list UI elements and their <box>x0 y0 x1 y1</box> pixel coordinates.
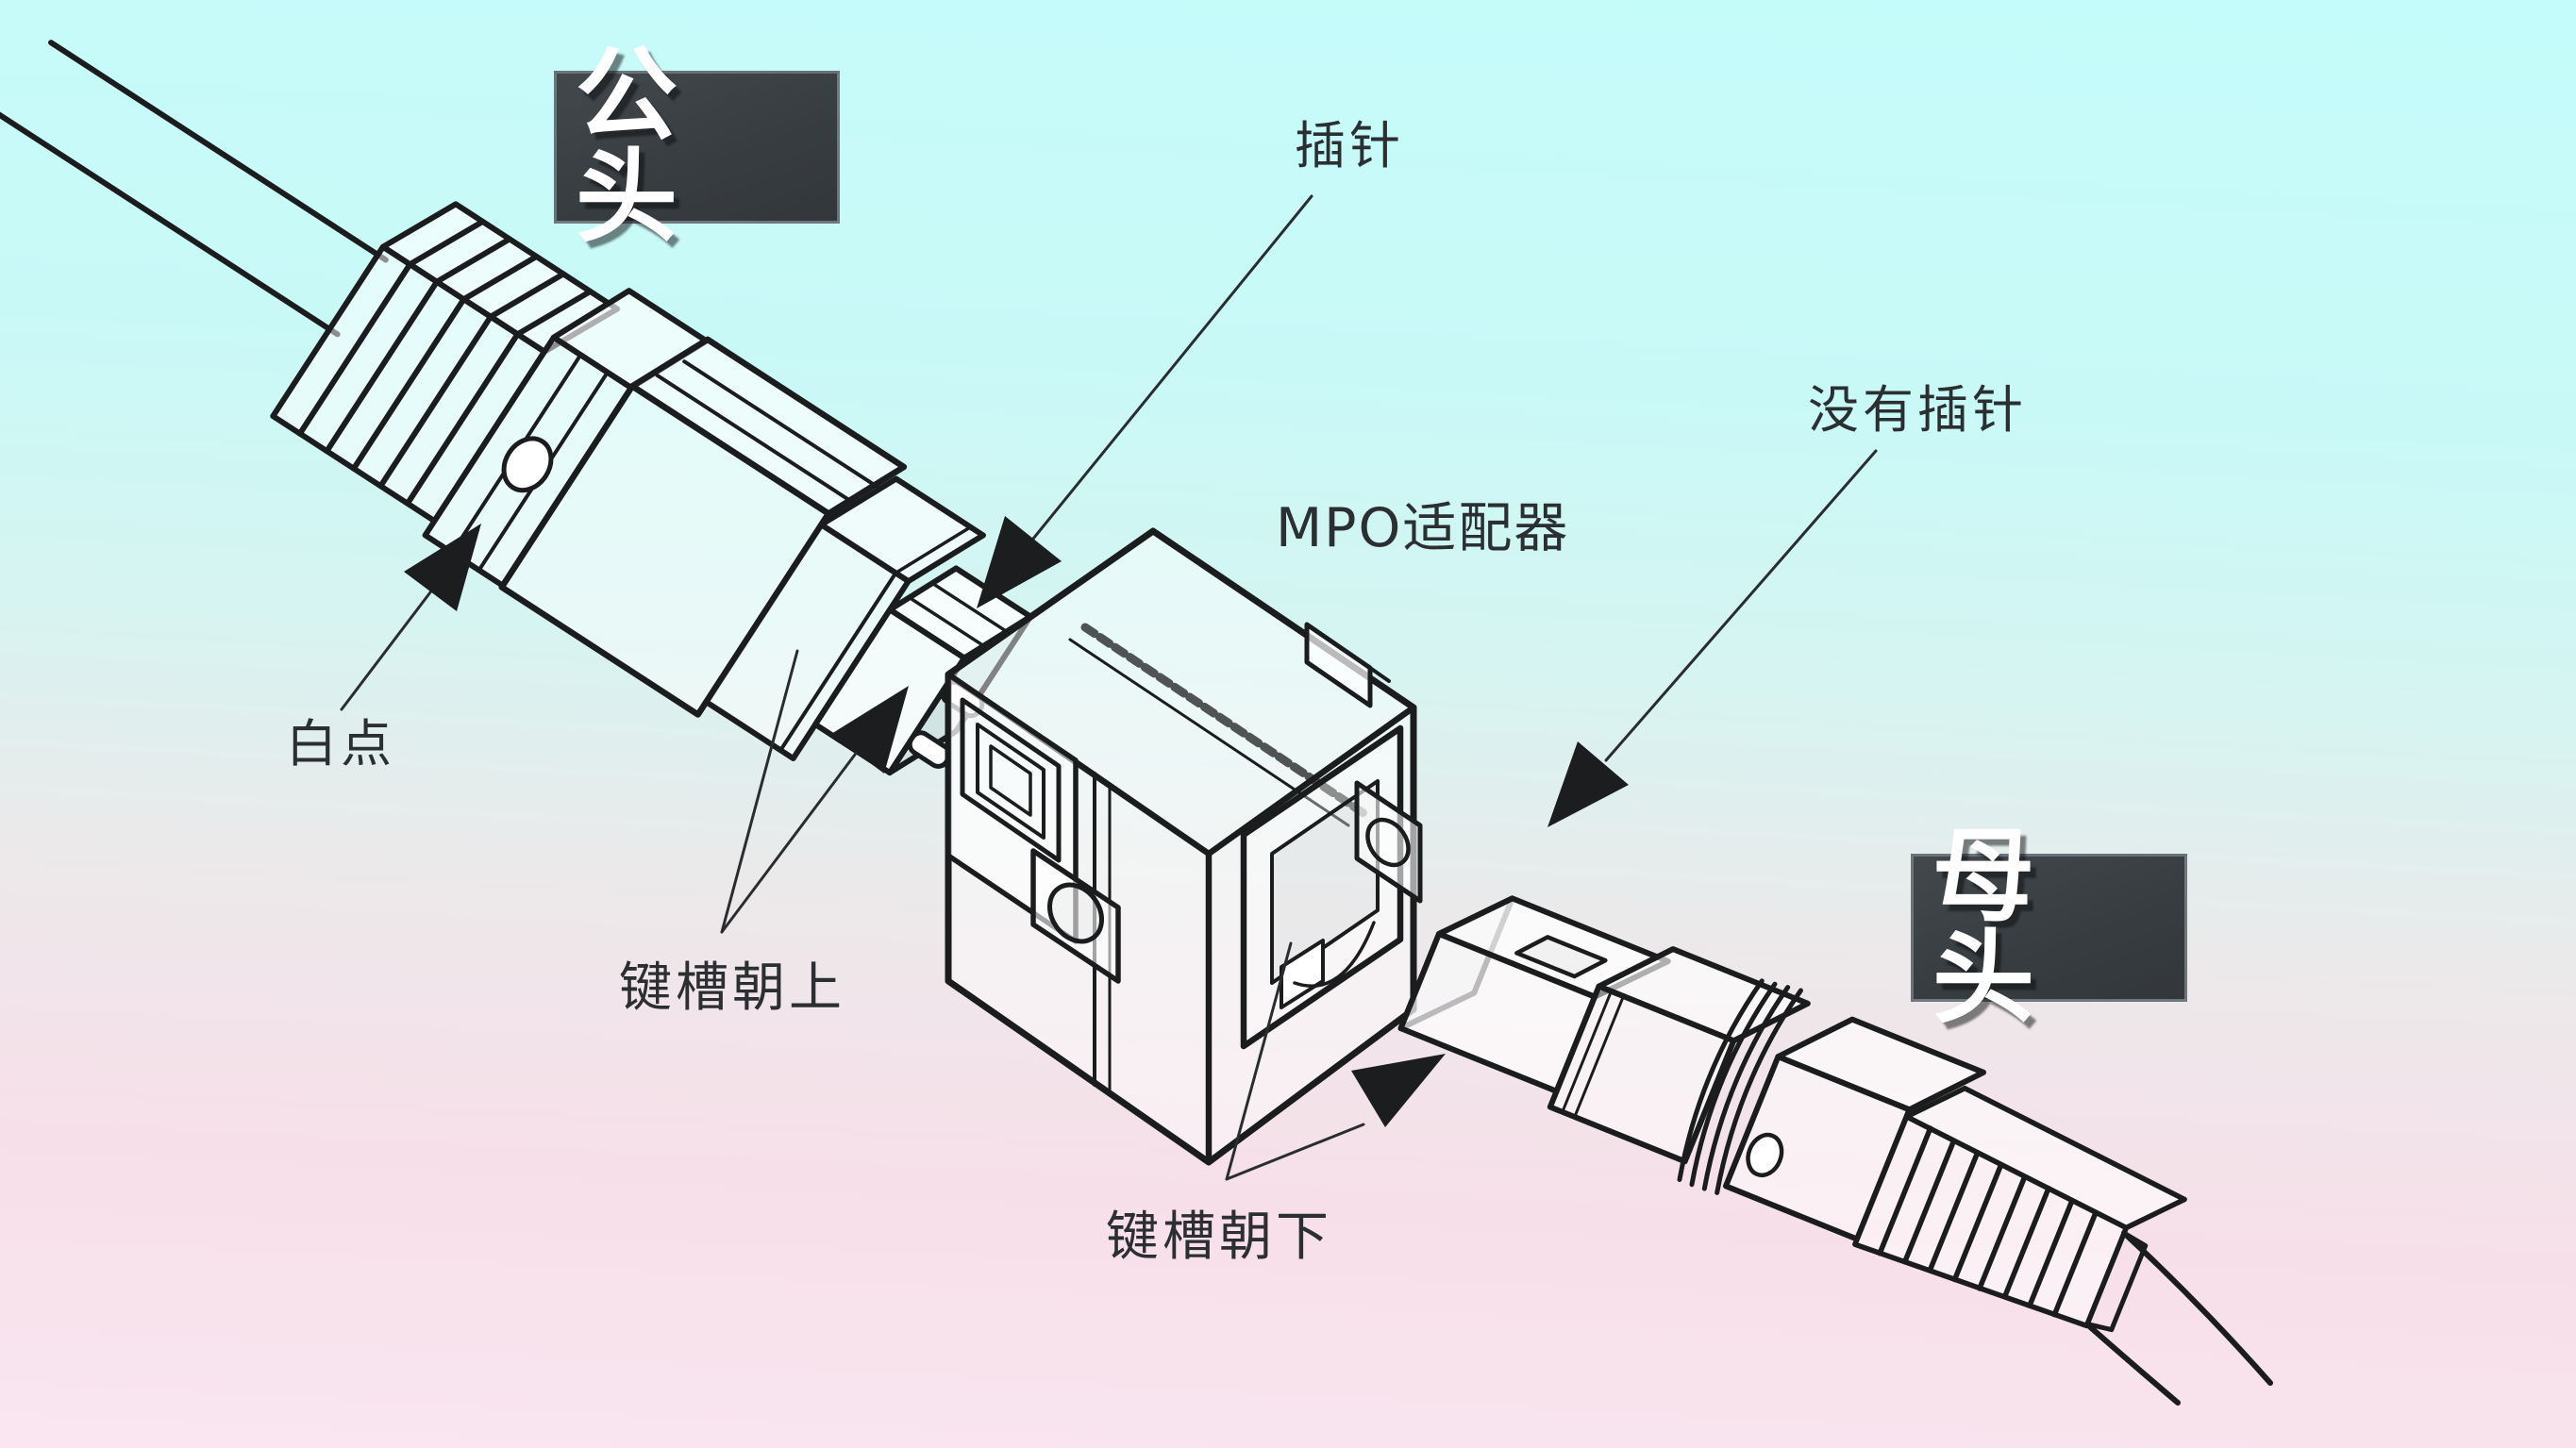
label-keyway-up: 键槽朝上 <box>619 957 845 1019</box>
leader-white-dot <box>340 583 438 711</box>
female-title-box: 母头 <box>1911 825 2187 1029</box>
arrowhead-keyway-down <box>1351 1054 1446 1127</box>
leader-pins <box>1031 194 1313 541</box>
leader-no-pins <box>1604 449 1878 762</box>
label-keyway-down: 键槽朝下 <box>1106 1207 1332 1268</box>
female-dot-marker <box>1746 1132 1784 1178</box>
female-title-text: 母头 <box>1932 817 2067 1038</box>
male-title-box: 公头 <box>554 45 840 249</box>
white-dot-marker <box>501 436 554 493</box>
leader-keyway-down-left <box>1225 941 1293 1181</box>
adapter-clip-tab <box>1304 622 1391 708</box>
male-title-text: 公头 <box>576 37 711 257</box>
male-shell <box>703 475 986 761</box>
adapter-mounting-ear-right <box>1354 780 1423 904</box>
female-latch-band <box>1677 978 1803 1195</box>
adapter-mounting-ear-left <box>1030 848 1121 984</box>
male-housing <box>498 336 908 718</box>
male-cable <box>0 40 389 338</box>
mpo-adapter <box>945 527 1423 1166</box>
female-body <box>1722 1016 1987 1242</box>
keyway-slot <box>1514 935 1608 979</box>
female-ferrule <box>1397 895 1671 1094</box>
arrowhead-pins <box>977 516 1062 608</box>
male-connector <box>0 40 1034 776</box>
arrowhead-keyway-up <box>831 686 909 774</box>
label-mpo-adapter: MPO适配器 <box>1276 497 1570 559</box>
arrowhead-no-pins <box>1547 741 1629 827</box>
arrowhead-white-dot <box>404 524 481 611</box>
label-pins: 插针 <box>1295 116 1404 175</box>
leader-keyway-up-right <box>720 741 865 934</box>
female-connector <box>1397 895 2187 1333</box>
label-no-pins: 没有插针 <box>1808 380 2027 440</box>
label-white-dot: 白点 <box>286 714 395 774</box>
leader-keyway-down-right <box>1225 1123 1365 1181</box>
female-cable <box>2084 1230 2273 1406</box>
leader-keyway-up-left <box>720 649 799 934</box>
